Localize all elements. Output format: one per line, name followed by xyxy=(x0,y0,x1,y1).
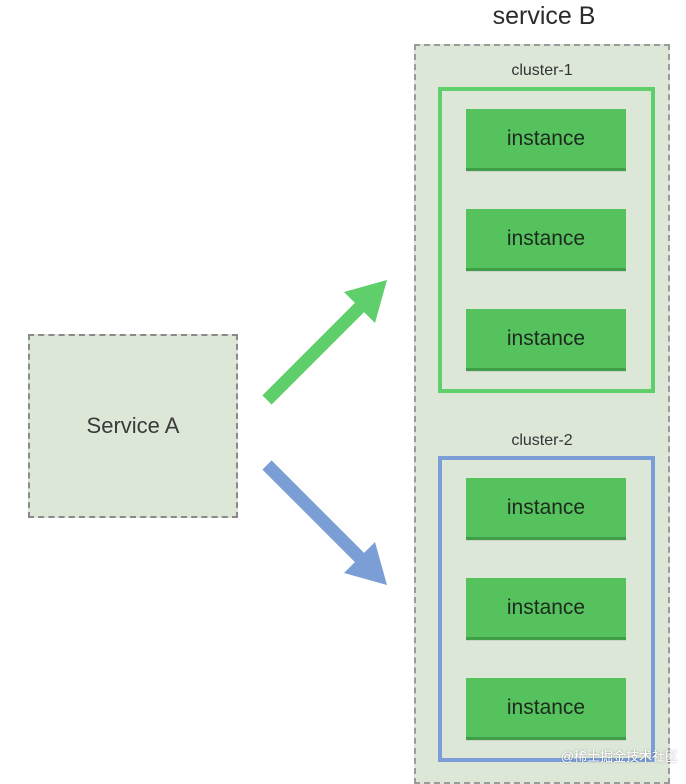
cluster-1-label: cluster-1 xyxy=(511,62,573,79)
cluster-1-instance: instance xyxy=(466,109,626,171)
cluster-2-instance: instance xyxy=(466,478,626,540)
cluster-2-instance: instance xyxy=(466,678,626,740)
cluster-1-instance: instance xyxy=(466,209,626,271)
instance-label: instance xyxy=(506,595,586,619)
arrow-to-cluster-1 xyxy=(262,280,387,405)
watermark-text: @稀土掘金技术社区 xyxy=(560,749,678,764)
instance-label: instance xyxy=(506,495,586,519)
service-a-node: Service A xyxy=(28,334,238,518)
instance-label: instance xyxy=(506,695,586,719)
instance-label: instance xyxy=(506,326,586,350)
cluster-2-instance: instance xyxy=(466,578,626,640)
arrow-to-cluster-2 xyxy=(262,460,387,585)
instance-label: instance xyxy=(506,226,586,250)
cluster-1-instance: instance xyxy=(466,309,626,371)
instance-label: instance xyxy=(506,126,586,150)
service-b-title: service B xyxy=(492,2,596,30)
cluster-2-label: cluster-2 xyxy=(511,432,573,449)
service-a-label: Service A xyxy=(86,413,180,438)
